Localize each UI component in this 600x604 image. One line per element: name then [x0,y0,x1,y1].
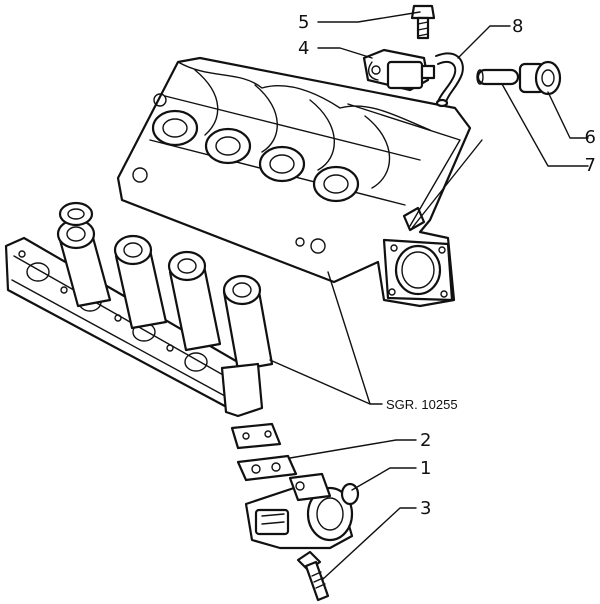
upper-intake-manifold [116,56,472,308]
part-1-actuator [244,472,360,550]
callout-3: 3 [420,498,431,519]
part-6-cap [518,60,562,96]
callout-7: 7 [585,155,596,176]
callout-2: 2 [420,430,431,451]
callout-8: 8 [512,16,523,37]
part-3-bolt [296,550,330,602]
part-8-hose [435,52,464,108]
callout-5: 5 [298,12,309,33]
part-7-tube [476,68,520,86]
callout-1: 1 [420,458,431,479]
part-5-bolt [410,4,436,40]
callout-4: 4 [298,38,309,59]
reference-code: SGR. 10255 [386,397,458,412]
leader-lines [269,11,589,581]
part-2-gasket [236,454,298,482]
lower-intake-manifold [4,201,282,450]
callout-6: 6 [585,127,596,148]
part-4-valve-bracket [362,48,436,92]
